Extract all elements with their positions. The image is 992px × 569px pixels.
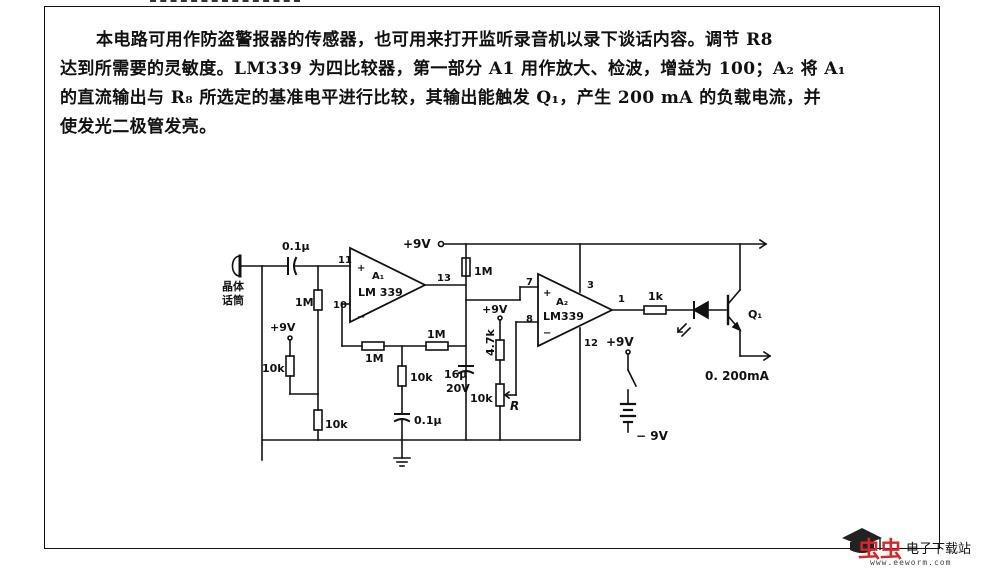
pot-label: 10k	[470, 392, 493, 405]
a2-chip-label: LM339	[543, 310, 584, 323]
a2-pin-3: 3	[587, 280, 594, 291]
figure-frame	[44, 6, 940, 549]
capacitor-16u-label: 16μ	[444, 368, 467, 381]
a1-name: A₁	[372, 271, 384, 282]
ground-symbol	[393, 457, 411, 467]
pot-r-label: R	[510, 399, 519, 413]
top-9v-label: +9V	[403, 237, 431, 251]
output-resistor-1m	[461, 257, 471, 277]
capacitor-16u-voltage: 20V	[446, 382, 470, 395]
mid-capacitor-label: 0.1μ	[414, 414, 442, 427]
opamp-a2	[537, 272, 615, 348]
q1-label: Q₁	[748, 308, 762, 321]
load-arrow	[762, 350, 772, 362]
a2-pin-12: 12	[584, 338, 598, 349]
lower-resistor-1m	[361, 341, 385, 351]
graduation-cap-icon	[842, 528, 882, 553]
a1-pin-13: 13	[437, 273, 451, 284]
feedback-resistor-label: 1M	[427, 328, 446, 341]
output-resistor-1k	[643, 305, 667, 315]
a2-pin-8: 8	[526, 314, 533, 325]
input-capacitor	[261, 256, 351, 276]
a2-pin-7: 7	[526, 277, 533, 288]
input-cap-label: 0.1μ	[282, 240, 310, 253]
crystal-microphone	[231, 254, 263, 461]
watermark-url: www.eeworm.com	[870, 558, 952, 567]
mic-label-1: 晶体	[222, 279, 245, 293]
bottom-resistor-10k	[313, 409, 323, 431]
description-line-2: 达到所需要的灵敏度。LM339 为四比较器，第一部分 A1 用作放大、检波，增益…	[60, 59, 846, 79]
a1-pin-10: 10	[333, 300, 347, 311]
description-line-4: 使发光二极管发亮。	[60, 117, 217, 137]
indicator-led	[676, 300, 709, 338]
power-switch	[626, 368, 638, 388]
top-9v-terminal	[437, 240, 445, 248]
opamp-a1	[349, 246, 428, 324]
rail-arrow	[758, 238, 768, 250]
mid-resistor-10k	[397, 365, 407, 387]
watermark: 虫虫 电子下载站 www.eeworm.com	[840, 516, 990, 568]
a1-chip-label: LM 339	[358, 286, 403, 299]
output-resistor-label: 1M	[474, 265, 493, 278]
sensitivity-pot-10k	[495, 383, 505, 407]
a2-minus: −	[543, 328, 551, 339]
bias-resistor-1m	[313, 289, 323, 311]
right-9v-label: +9V	[606, 335, 634, 349]
description-line-1: 本电路可用作防盗警报器的传感器，也可用来打开监听录音机以录下谈话内容。调节 R8	[96, 30, 773, 50]
lower-resistor-label: 1M	[365, 352, 384, 365]
a1-minus: −	[357, 312, 365, 323]
description-line-3: 的直流输出与 R₈ 所选定的基准电平进行比较，其输出能触发 Q₁，产生 200 …	[60, 88, 822, 108]
watermark-site-name: 电子下载站	[906, 542, 972, 557]
left-9v-label: +9V	[270, 321, 296, 334]
bottom-resistor-label: 10k	[325, 418, 348, 431]
left-divider-label: 10k	[262, 362, 285, 375]
bias-resistor-label: 1M	[295, 296, 314, 309]
load-current-label: 0. 200mA	[705, 369, 770, 383]
description-paragraph: 本电路可用作防盗警报器的传感器，也可用来打开监听录音机以录下谈话内容。调节 R8…	[60, 26, 930, 142]
mic-label-2: 话筒	[222, 293, 244, 307]
a1-plus: +	[357, 263, 365, 274]
left-divider-resistor-10k	[285, 355, 295, 377]
mid-resistor-label: 10k	[410, 371, 433, 384]
reference-resistor-label: 4.7k	[484, 329, 497, 356]
watermark-logo: 虫虫	[858, 538, 903, 563]
a2-plus: +	[543, 288, 551, 299]
minus-9v-label: − 9V	[636, 429, 669, 443]
a2-name: A₂	[556, 297, 568, 308]
a2-pin-1: 1	[618, 294, 625, 305]
feedback-resistor-1m	[425, 341, 449, 351]
reference-resistor-4-7k	[495, 339, 505, 361]
output-resistor-1k-label: 1k	[648, 290, 664, 303]
mid-9v-label: +9V	[482, 303, 508, 316]
a1-pin-11: 11	[338, 255, 352, 266]
top-scan-line	[150, 0, 300, 5]
transistor-q1	[726, 243, 771, 357]
